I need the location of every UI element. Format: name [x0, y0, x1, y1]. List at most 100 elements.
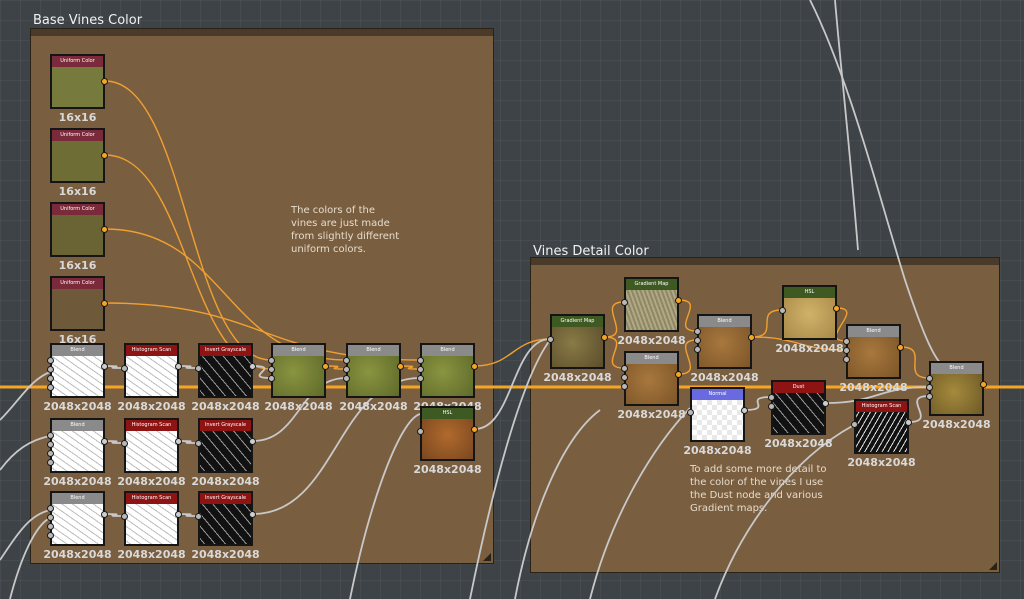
output-port[interactable] [471, 426, 478, 433]
output-port[interactable] [101, 300, 108, 307]
input-port[interactable] [621, 383, 628, 390]
node-body[interactable]: Histogram Scan [124, 491, 179, 546]
input-port[interactable] [47, 514, 54, 521]
node-body[interactable]: Invert Grayscale [198, 491, 253, 546]
input-port[interactable] [694, 337, 701, 344]
output-port[interactable] [322, 363, 329, 370]
node-body[interactable]: HSL [782, 285, 837, 340]
input-port[interactable] [47, 357, 54, 364]
input-port[interactable] [343, 375, 350, 382]
resize-handle-icon[interactable] [483, 553, 491, 561]
output-port[interactable] [897, 344, 904, 351]
node-body[interactable]: Uniform Color [50, 202, 105, 257]
input-port[interactable] [195, 365, 202, 372]
input-port[interactable] [47, 505, 54, 512]
resize-handle-icon[interactable] [989, 562, 997, 570]
node-body[interactable]: Dust [771, 380, 826, 435]
output-port[interactable] [101, 363, 108, 370]
input-port[interactable] [47, 523, 54, 530]
input-port[interactable] [621, 365, 628, 372]
input-port[interactable] [843, 347, 850, 354]
node-body[interactable]: Blend [929, 361, 984, 416]
input-port[interactable] [621, 374, 628, 381]
node-body[interactable]: HSL [420, 406, 475, 461]
input-port[interactable] [417, 357, 424, 364]
output-port[interactable] [249, 363, 256, 370]
input-port[interactable] [121, 440, 128, 447]
input-port[interactable] [47, 441, 54, 448]
node-body[interactable]: Invert Grayscale [198, 418, 253, 473]
node-body[interactable]: Uniform Color [50, 276, 105, 331]
node-body[interactable]: Blend [271, 343, 326, 398]
input-port[interactable] [343, 366, 350, 373]
node-body[interactable]: Blend [846, 324, 901, 379]
input-port[interactable] [843, 338, 850, 345]
input-port[interactable] [47, 532, 54, 539]
input-port[interactable] [694, 328, 701, 335]
input-port[interactable] [343, 357, 350, 364]
input-port[interactable] [768, 394, 775, 401]
output-port[interactable] [980, 381, 987, 388]
output-port[interactable] [175, 363, 182, 370]
input-port[interactable] [47, 384, 54, 391]
output-port[interactable] [249, 511, 256, 518]
output-port[interactable] [101, 226, 108, 233]
node-body[interactable]: Uniform Color [50, 128, 105, 183]
input-port[interactable] [768, 403, 775, 410]
output-port[interactable] [741, 407, 748, 414]
output-port[interactable] [101, 78, 108, 85]
input-port[interactable] [47, 375, 54, 382]
input-port[interactable] [843, 356, 850, 363]
input-port[interactable] [779, 307, 786, 314]
output-port[interactable] [748, 334, 755, 341]
node-body[interactable]: Gradient Map [550, 314, 605, 369]
node-body[interactable]: Blend [50, 343, 105, 398]
input-port[interactable] [47, 450, 54, 457]
input-port[interactable] [47, 432, 54, 439]
output-port[interactable] [101, 438, 108, 445]
input-port[interactable] [547, 336, 554, 343]
output-port[interactable] [175, 511, 182, 518]
input-port[interactable] [121, 513, 128, 520]
input-port[interactable] [47, 459, 54, 466]
node-body[interactable]: Normal [690, 387, 745, 442]
node-body[interactable]: Blend [420, 343, 475, 398]
input-port[interactable] [417, 428, 424, 435]
output-port[interactable] [833, 305, 840, 312]
node-body[interactable]: Blend [50, 491, 105, 546]
input-port[interactable] [195, 440, 202, 447]
output-port[interactable] [101, 511, 108, 518]
node-body[interactable]: Histogram Scan [124, 343, 179, 398]
node-body[interactable]: Histogram Scan [854, 399, 909, 454]
input-port[interactable] [195, 513, 202, 520]
output-port[interactable] [675, 371, 682, 378]
output-port[interactable] [249, 438, 256, 445]
input-port[interactable] [694, 346, 701, 353]
node-body[interactable]: Blend [624, 351, 679, 406]
node-body[interactable]: Uniform Color [50, 54, 105, 109]
node-body[interactable]: Histogram Scan [124, 418, 179, 473]
